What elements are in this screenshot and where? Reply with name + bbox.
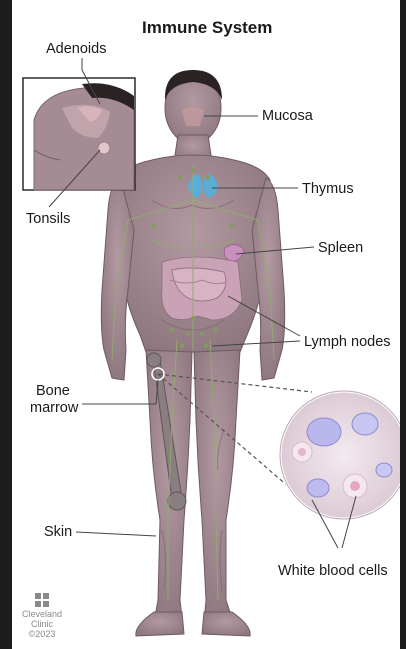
blood-cells-magnifier (158, 374, 400, 519)
label-tonsils: Tonsils (26, 211, 70, 227)
logo-line-2: Clinic (18, 619, 66, 629)
label-thymus: Thymus (302, 181, 354, 197)
label-lymph-nodes: Lymph nodes (304, 334, 391, 350)
label-marrow: marrow (30, 400, 78, 416)
cleveland-clinic-logo: Cleveland Clinic ©2023 (18, 593, 66, 639)
red-cell (352, 413, 378, 435)
red-cell (307, 418, 341, 446)
cleveland-clinic-mark-icon (35, 593, 49, 607)
label-mucosa: Mucosa (262, 108, 313, 124)
leg-left (194, 350, 240, 622)
foot-right (136, 612, 184, 636)
white-blood-cell (343, 474, 367, 498)
label-adenoids: Adenoids (46, 41, 106, 57)
label-white-blood-cells: White blood cells (278, 563, 388, 579)
logo-line-1: Cleveland (18, 609, 66, 619)
mucosa-region (182, 107, 204, 126)
red-cell (307, 479, 329, 497)
label-bone: Bone (36, 383, 70, 399)
logo-year: ©2023 (18, 629, 66, 639)
leader-bone-marrow (82, 380, 158, 404)
white-blood-cell (292, 442, 312, 462)
foot-left (202, 612, 250, 636)
immune-system-illustration (12, 0, 400, 649)
intestines (162, 257, 242, 320)
label-spleen: Spleen (318, 240, 363, 256)
page-title: Immune System (142, 20, 272, 36)
red-cell (376, 463, 392, 477)
leader-skin (76, 532, 156, 536)
label-skin: Skin (44, 524, 72, 540)
diagram-canvas: Immune System Adenoids Tonsils Mucosa Th… (12, 0, 400, 649)
